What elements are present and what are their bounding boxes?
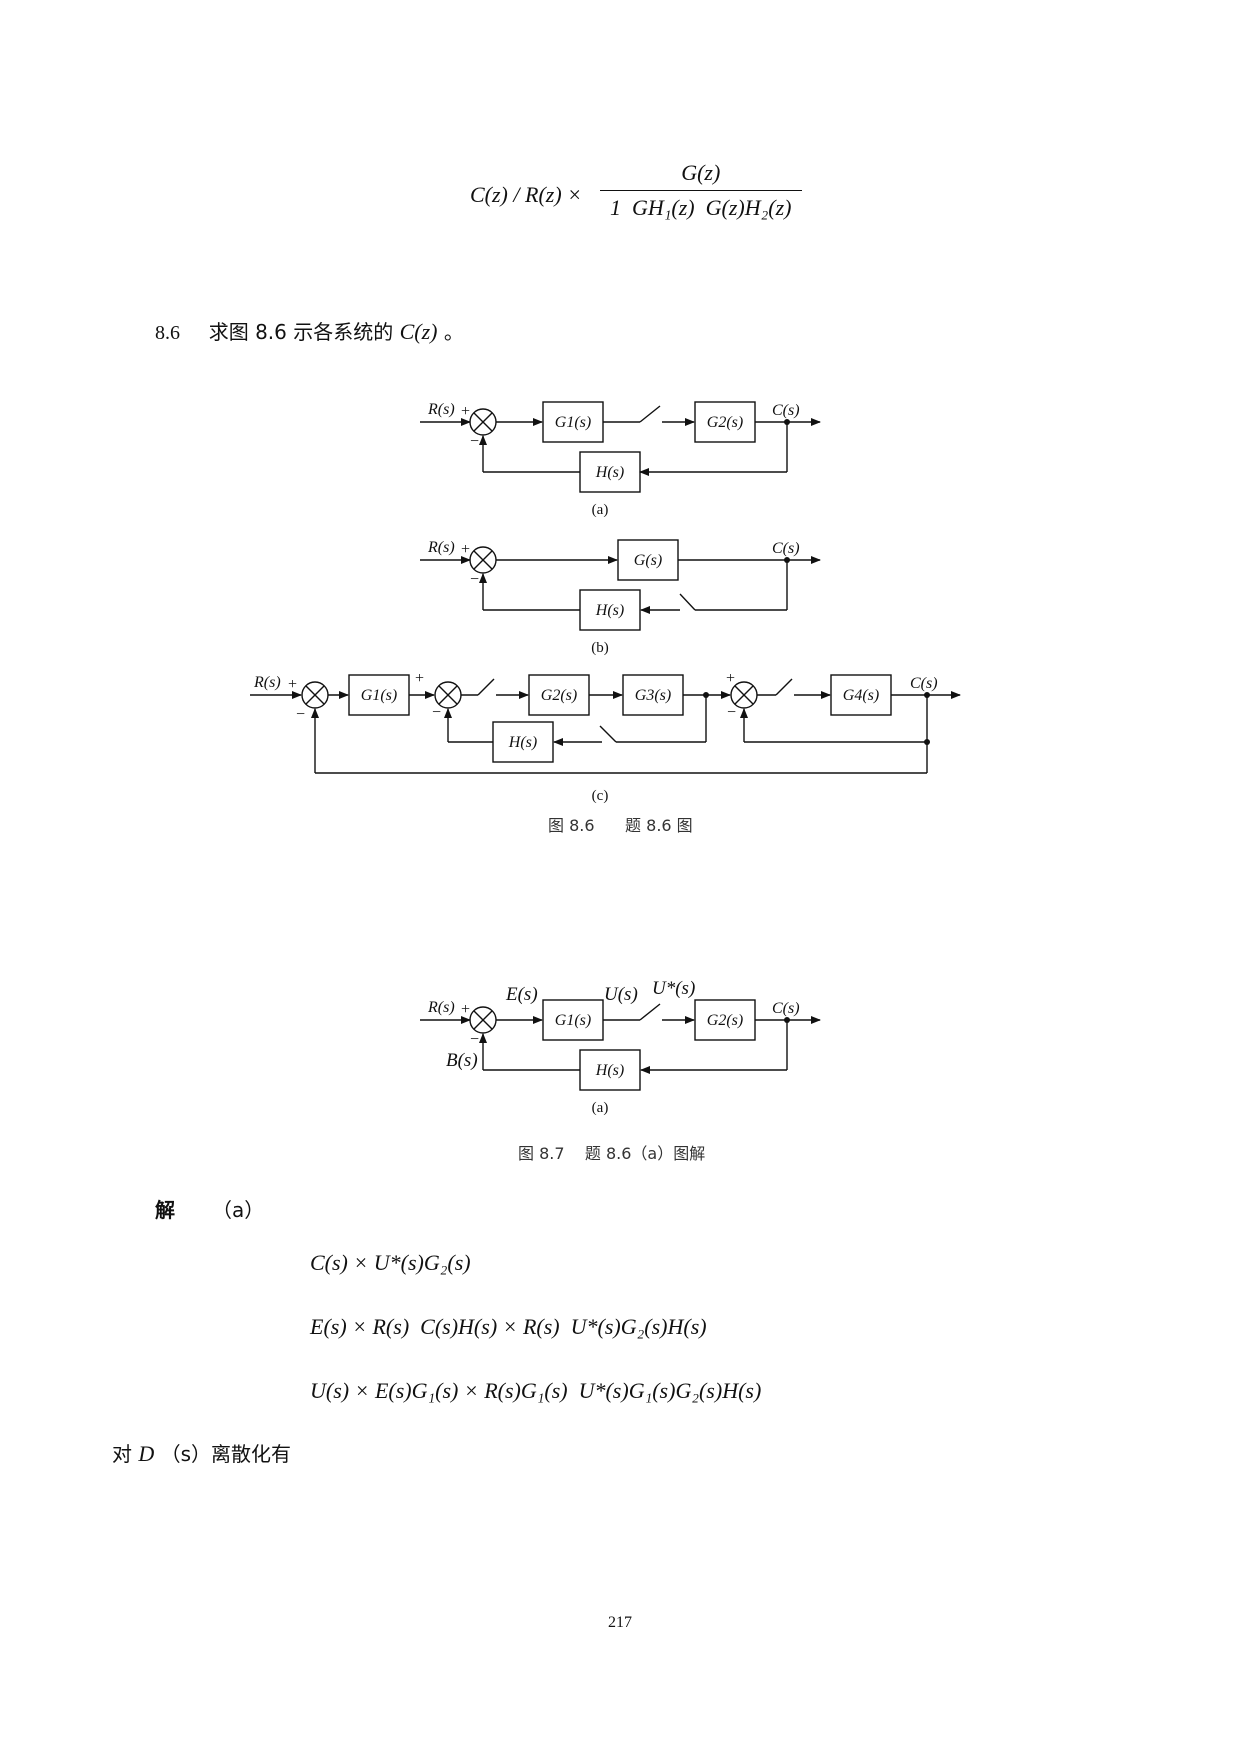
- fig86b-minus: −: [470, 571, 479, 588]
- fig87-minus: −: [470, 1031, 479, 1048]
- fig87-u: U(s): [604, 984, 638, 1005]
- problem-text: 求图 8.6 示各系统的: [208, 320, 394, 344]
- solution-heading: 解: [155, 1198, 175, 1222]
- fig86c-plus3: +: [726, 670, 735, 687]
- fig87-out: C(s): [772, 1000, 800, 1017]
- formula-top-denominator: 1 GH₁(z) G(z)H₂(z): [600, 190, 802, 221]
- figure-8-7: R(s) + − E(s) U(s) U*(s) B(s) G1(s) G2(s…: [420, 978, 821, 1116]
- problem-statement: 8.6 求图 8.6 示各系统的 C(z) 。: [155, 316, 464, 345]
- fig86b-g: G(s): [634, 552, 662, 569]
- fig86b-label: (b): [591, 640, 609, 656]
- fig86a-h: H(s): [595, 464, 624, 481]
- fig87-b: B(s): [446, 1050, 478, 1071]
- fig86b-h: H(s): [595, 602, 624, 619]
- fig86c-minus: −: [296, 706, 305, 723]
- fig86c-minus2: −: [432, 704, 441, 721]
- fig86c-plus2: +: [415, 670, 424, 687]
- fig86c-in: R(s): [253, 674, 281, 691]
- fig86b-out: C(s): [772, 540, 800, 557]
- fig86a-plus: +: [461, 403, 470, 420]
- page-number: 217: [608, 1614, 632, 1631]
- formula-top-fraction: G(z) 1 GH₁(z) G(z)H₂(z): [600, 160, 802, 221]
- fig86c-h: H(s): [508, 734, 537, 751]
- closing-line: 对 D （s）离散化有: [112, 1438, 291, 1467]
- fig87-label: (a): [592, 1100, 609, 1116]
- fig86c-label: (c): [592, 788, 609, 804]
- equation-3: U(s) × E(s)G₁(s) × R(s)G₁(s) U*(s)G₁(s)G…: [310, 1378, 762, 1403]
- closing-pre: 对: [112, 1442, 132, 1466]
- equation-2: E(s) × R(s) C(s)H(s) × R(s) U*(s)G₂(s)H(…: [310, 1314, 707, 1339]
- fig86c-out: C(s): [910, 675, 938, 692]
- closing-post: （s）离散化有: [160, 1442, 292, 1466]
- fig87-h: H(s): [595, 1062, 624, 1079]
- fig86b-in: R(s): [427, 539, 455, 556]
- equation-1: C(s) × U*(s)G₂(s): [310, 1250, 471, 1275]
- fig87-plus: +: [461, 1001, 470, 1018]
- fig87-caption: 图 8.7 题 8.6（a）图解: [518, 1144, 706, 1163]
- fig87-in: R(s): [427, 999, 455, 1016]
- formula-top-lhs: C(z) / R(z) ×: [470, 182, 582, 207]
- fig86c-g4: G4(s): [843, 687, 879, 704]
- fig86a-label: (a): [592, 502, 609, 518]
- figure-8-6: R(s) + − G1(s) G2(s) H(s) C(s) (a) R(s) …: [250, 401, 961, 804]
- problem-end: 。: [443, 320, 464, 344]
- fig86a-g2: G2(s): [707, 414, 743, 431]
- fig86c-g2: G2(s): [541, 687, 577, 704]
- fig86c-plus: +: [288, 676, 297, 693]
- fig86-caption: 图 8.6 题 8.6 图: [548, 816, 693, 835]
- fig86a-in: R(s): [427, 401, 455, 418]
- fig87-e: E(s): [505, 984, 538, 1005]
- fig87-g2: G2(s): [707, 1012, 743, 1029]
- formula-top: C(z) / R(z) × G(z) 1 GH₁(z) G(z)H₂(z): [470, 160, 870, 240]
- fig87-g1: G1(s): [555, 1012, 591, 1029]
- problem-math: C(z): [399, 319, 438, 344]
- fig86c-g3: G3(s): [635, 687, 671, 704]
- solution-part: （a）: [212, 1198, 265, 1222]
- formula-top-numerator: G(z): [681, 160, 721, 185]
- fig86a-out: C(s): [772, 402, 800, 419]
- problem-number: 8.6: [155, 322, 180, 344]
- fig86a-minus: −: [470, 433, 479, 450]
- fig86c-g1: G1(s): [361, 687, 397, 704]
- fig86a-g1: G1(s): [555, 414, 591, 431]
- fig87-ustar: U*(s): [652, 978, 695, 999]
- closing-math: D: [138, 1441, 155, 1466]
- fig86b-plus: +: [461, 541, 470, 558]
- fig86c-minus3: −: [727, 704, 736, 721]
